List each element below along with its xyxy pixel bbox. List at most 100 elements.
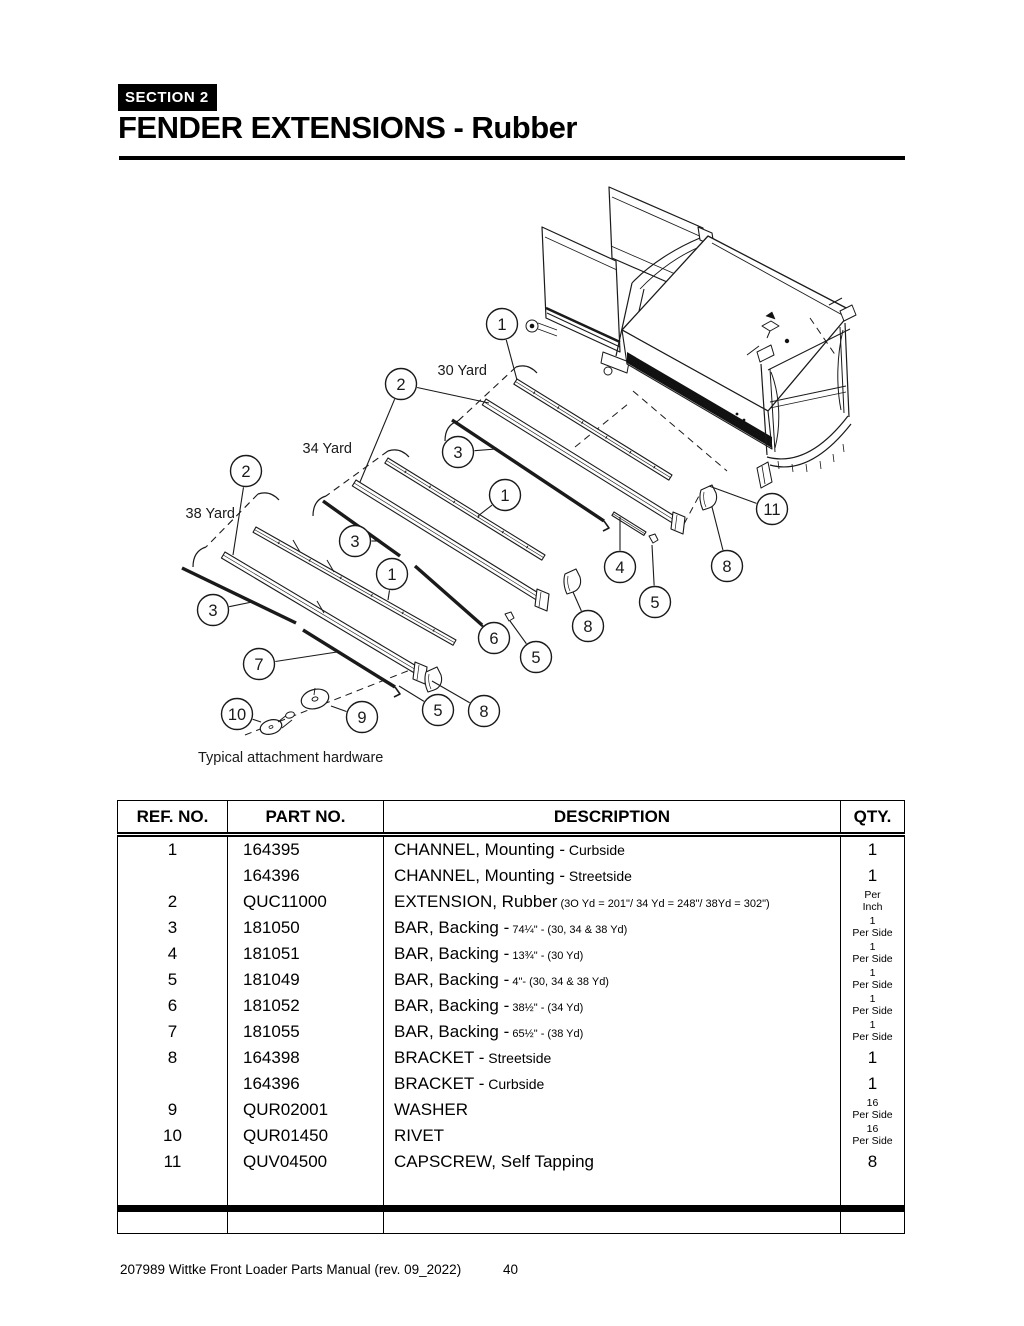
truck-body-drawing: [839, 304, 857, 322]
truck-body-drawing: [765, 311, 776, 320]
group-brace: [312, 495, 327, 517]
cell-description: EXTENSION, Rubber (3O Yd = 201"/ 34 Yd =…: [383, 889, 841, 915]
cell-qty: 8: [840, 1149, 905, 1175]
rubber-extension-drawing: [223, 554, 417, 671]
group-brace: [205, 493, 259, 548]
group-brace: [457, 366, 517, 422]
cell-description: RIVET: [383, 1123, 841, 1149]
dashed-assembly-line: [632, 390, 728, 472]
cell-qty: 1: [840, 1045, 905, 1071]
callout-number: 2: [396, 376, 405, 394]
body-detail-dot: [784, 338, 790, 344]
cell-part-no: 181052: [227, 993, 384, 1019]
diagram-line: [537, 322, 558, 331]
callout-1: 1: [485, 307, 519, 341]
truck-body-drawing: [761, 320, 780, 332]
callout-1: 1: [488, 478, 522, 512]
callout-leader: [711, 506, 724, 551]
truck-body-drawing: [545, 306, 621, 344]
rivet-dots: [731, 418, 735, 422]
callout-circle: [229, 454, 263, 488]
callout-3: 3: [196, 593, 230, 627]
callout-leader: [509, 620, 527, 644]
table-bottom-bar: [117, 1205, 904, 1212]
end-cap-drawing: [538, 591, 542, 608]
cell-part-no: QUR01450: [227, 1123, 384, 1149]
callout-number: 6: [489, 630, 498, 648]
page-title: FENDER EXTENSIONS - Rubber: [118, 110, 577, 145]
mounting-channel-drawing-tick: [401, 611, 404, 615]
truck-body-drawing: [791, 463, 794, 473]
rubber-extension-drawing: [353, 482, 539, 598]
mounting-channel-drawing-tick: [533, 391, 536, 395]
callout-circle: [571, 609, 605, 643]
callout-leader: [330, 705, 347, 713]
cell-part-no: 164396: [227, 1071, 384, 1097]
cell-ref: 7: [117, 1019, 228, 1045]
cell-description: CHANNEL, Mounting - Streetside: [383, 863, 841, 889]
bracket-drawing: [567, 575, 571, 592]
callout-2: 2: [229, 454, 263, 488]
callout-circle: [338, 524, 372, 558]
group-brace: [192, 546, 207, 568]
cell-qty: 1: [840, 1071, 905, 1097]
callout-leader: [466, 611, 483, 627]
callout-leader: [477, 504, 493, 517]
cell-description: BRACKET - Curbside: [383, 1071, 841, 1097]
washer-drawing: [313, 687, 316, 696]
callout-3: 3: [441, 435, 475, 469]
callout-number: 5: [433, 702, 442, 720]
callout-number: 5: [650, 594, 659, 612]
cell-ref: 1: [117, 834, 228, 863]
callout-circle: [467, 694, 501, 728]
truck-body-drawing: [805, 463, 808, 473]
callout-1: 1: [375, 557, 409, 591]
callout-leader: [275, 651, 338, 663]
mounting-channel-drawing-tick: [526, 545, 529, 549]
callout-leader: [252, 718, 262, 723]
callout-circle: [421, 693, 455, 727]
cell-ref: 9: [117, 1097, 228, 1123]
cell-ref: 8: [117, 1045, 228, 1071]
rivet-drawing: [259, 719, 283, 735]
rivet-drawing: [281, 719, 293, 729]
callout-8: 8: [467, 694, 501, 728]
callout-number: 2: [241, 463, 250, 481]
break-mark: [316, 600, 325, 614]
callout-circle: [441, 435, 475, 469]
diagram-line: [537, 328, 558, 337]
truck-body-drawing: [541, 226, 621, 353]
callout-number: 9: [357, 709, 366, 727]
callout-circle: [638, 585, 672, 619]
mounting-channel-drawing-tick: [653, 465, 656, 469]
callout-2: 2: [384, 367, 418, 401]
cell-part-no: 181050: [227, 915, 384, 941]
cell-ref: [117, 1071, 228, 1097]
bracket-drawing: [563, 568, 582, 595]
callout-circle: [220, 697, 254, 731]
callout-number: 7: [254, 656, 263, 674]
cell-part-no: QUC11000: [227, 889, 384, 915]
backing-bar-drawing: [181, 566, 297, 625]
yard-group-label: 38 Yard: [186, 506, 235, 522]
mounting-channel-drawing-tick: [428, 485, 431, 489]
callout-8: 8: [710, 549, 744, 583]
callout-circle: [477, 621, 511, 655]
callout-number: 1: [500, 487, 509, 505]
callout-leader: [398, 685, 425, 702]
callout-leader: [229, 601, 253, 608]
truck-body-drawing: [546, 312, 621, 348]
mounting-channel-drawing-tick: [477, 515, 480, 519]
